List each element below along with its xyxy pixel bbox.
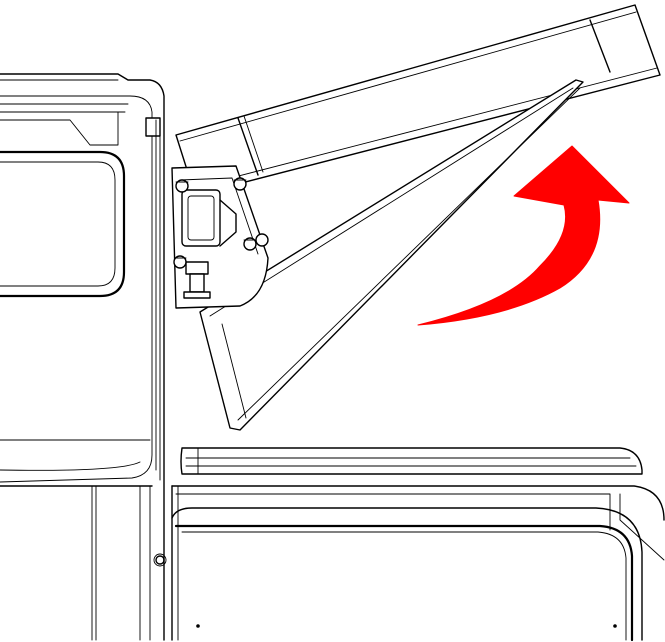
bolt-icon xyxy=(173,255,187,269)
hinge-bracket xyxy=(171,165,269,309)
screw-icon xyxy=(155,555,165,565)
bolt-icon xyxy=(233,177,247,191)
lower-cabinet xyxy=(171,447,665,642)
bolt-icon xyxy=(255,233,269,247)
left-cabinet xyxy=(0,73,167,641)
window-panel xyxy=(0,150,126,298)
bolt-icon xyxy=(175,179,189,193)
lid-open xyxy=(175,4,661,431)
curved-arrow-icon xyxy=(417,145,630,326)
screw-icon xyxy=(613,624,617,628)
bolt-icon xyxy=(243,237,257,251)
screw-icon xyxy=(196,624,200,628)
